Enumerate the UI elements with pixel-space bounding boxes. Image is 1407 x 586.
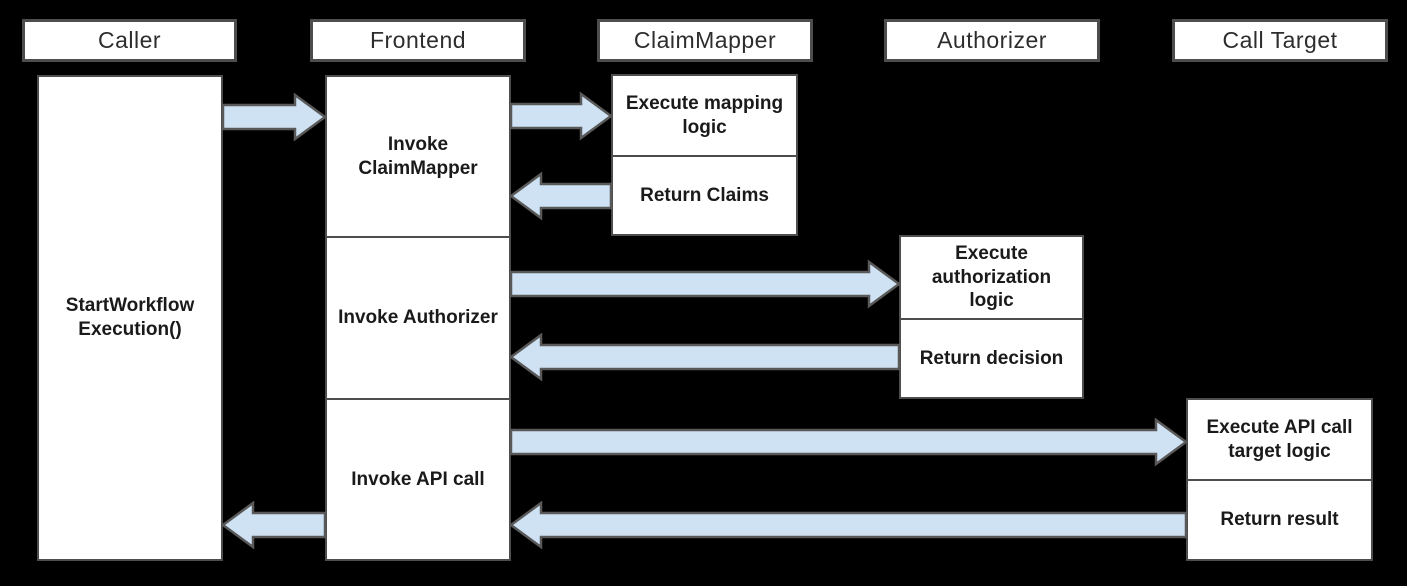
- frontend-to-caller-arrow: [220, 500, 327, 550]
- lifeline-header-claimmapper: ClaimMapper: [597, 19, 813, 62]
- lifeline-label-frontend: Frontend: [369, 27, 467, 53]
- activation-caller: StartWorkflow Execution(): [37, 75, 223, 561]
- task-return-result: Return result: [1188, 479, 1371, 559]
- frontend-to-authorizer-arrow: [509, 259, 902, 309]
- lifeline-label-authorizer: Authorizer: [937, 27, 1047, 53]
- task-return-claims: Return Claims: [613, 155, 796, 234]
- activation-frontend: Invoke ClaimMapper Invoke Authorizer Inv…: [325, 75, 511, 561]
- task-startworkflowexecution: StartWorkflow Execution(): [65, 295, 195, 340]
- lifeline-header-authorizer: Authorizer: [884, 19, 1100, 62]
- task-invoke-api-call: Invoke API call: [327, 398, 509, 559]
- frontend-to-claimmapper-arrow: [509, 91, 614, 141]
- activation-calltarget: Execute API call target logic Return res…: [1186, 398, 1373, 561]
- task-execute-api-call-target-logic: Execute API call target logic: [1206, 416, 1353, 462]
- task-return-decision: Return decision: [901, 318, 1082, 397]
- task-execute-mapping-logic: Execute mapping logic: [625, 92, 784, 138]
- task-invoke-claimmapper: Invoke ClaimMapper: [358, 133, 478, 179]
- lifeline-header-frontend: Frontend: [310, 19, 526, 62]
- task-execute-authorization-logic: Execute authorization logic: [931, 242, 1052, 312]
- calltarget-to-frontend-arrow: [508, 500, 1188, 550]
- authorizer-to-frontend-arrow: [508, 332, 901, 382]
- lifeline-label-calltarget: Call Target: [1222, 27, 1338, 53]
- lifeline-label-claimmapper: ClaimMapper: [633, 27, 777, 53]
- lifeline-label-caller: Caller: [97, 27, 162, 53]
- frontend-to-calltarget-arrow: [509, 417, 1189, 467]
- task-invoke-authorizer: Invoke Authorizer: [327, 236, 509, 398]
- claimmapper-to-frontend-arrow: [508, 171, 613, 221]
- activation-claimmapper: Execute mapping logic Return Claims: [611, 74, 798, 236]
- caller-to-frontend-arrow: [221, 92, 328, 142]
- lifeline-header-calltarget: Call Target: [1172, 19, 1388, 62]
- activation-authorizer: Execute authorization logic Return decis…: [899, 235, 1084, 399]
- lifeline-header-caller: Caller: [22, 19, 237, 62]
